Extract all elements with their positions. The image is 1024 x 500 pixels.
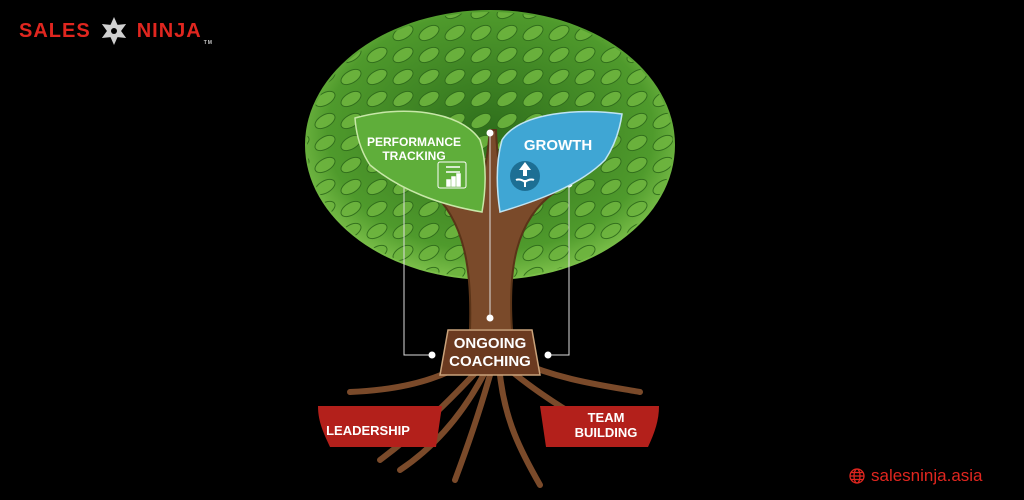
performance-label-1: PERFORMANCE bbox=[367, 135, 461, 149]
team-building-label-1: TEAM bbox=[588, 410, 625, 425]
sales-ninja-logo: SALES NINJA TM bbox=[19, 16, 213, 46]
shuriken-icon bbox=[101, 17, 126, 45]
logo-text-ninja: NINJA bbox=[136, 19, 202, 42]
performance-label-2: TRACKING bbox=[382, 149, 445, 163]
website-link[interactable]: salesninja.asia bbox=[849, 466, 983, 486]
website-text: salesninja.asia bbox=[871, 466, 983, 485]
branch-growth: GROWTH bbox=[496, 110, 623, 213]
root-leadership: LEADERSHIP bbox=[318, 406, 442, 447]
root-team-building: TEAM BUILDING bbox=[540, 406, 659, 447]
coaching-label-1: ONGOING bbox=[454, 335, 527, 352]
trademark: TM bbox=[203, 40, 213, 46]
connector-lines bbox=[403, 135, 570, 356]
plant-arrow-icon bbox=[510, 161, 540, 191]
checklist-chart-icon bbox=[437, 161, 467, 189]
team-building-label-2: BUILDING bbox=[575, 425, 638, 440]
ongoing-coaching-box: ONGOING COACHING bbox=[439, 329, 541, 376]
growth-label: GROWTH bbox=[524, 137, 592, 154]
globe-icon bbox=[849, 468, 865, 484]
logo-text-sales: SALES bbox=[19, 19, 91, 42]
branch-performance-tracking: PERFORMANCE TRACKING bbox=[354, 110, 486, 213]
leadership-label: LEADERSHIP bbox=[326, 423, 410, 438]
coaching-label-2: COACHING bbox=[449, 353, 531, 370]
